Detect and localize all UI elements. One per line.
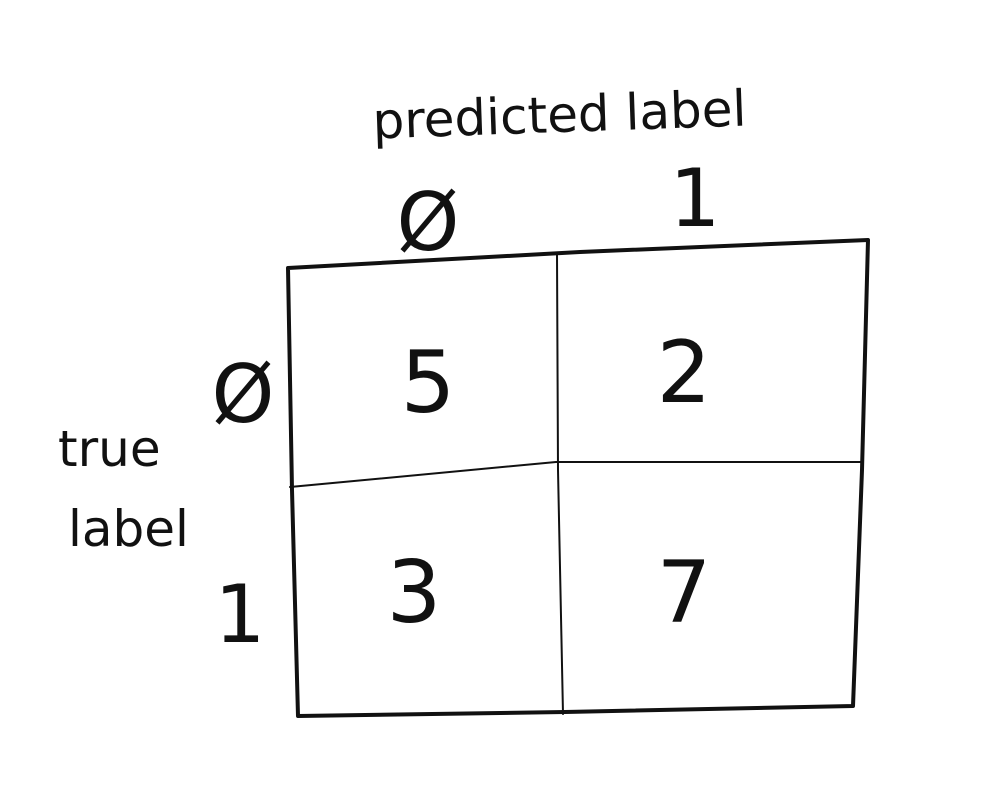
y-axis-title-line-2: label <box>68 500 189 558</box>
y-tick-label-1: 1 <box>215 568 266 661</box>
x-tick-label-0: Ø <box>397 176 460 269</box>
cell-value-r0-c1: 2 <box>657 323 712 423</box>
cell-value-r1-c1: 7 <box>657 543 712 643</box>
matrix-outer-border <box>286 238 870 718</box>
cell-value-r0-c0: 5 <box>401 333 456 433</box>
matrix-horizontal-divider <box>289 461 863 488</box>
y-axis-title-line-1: true <box>58 420 161 478</box>
y-tick-label-0: Ø <box>212 348 275 441</box>
x-tick-label-1: 1 <box>670 152 721 245</box>
x-axis-title: predicted label <box>372 80 748 151</box>
matrix-vertical-divider <box>556 253 564 715</box>
cell-value-r1-c0: 3 <box>387 543 442 643</box>
